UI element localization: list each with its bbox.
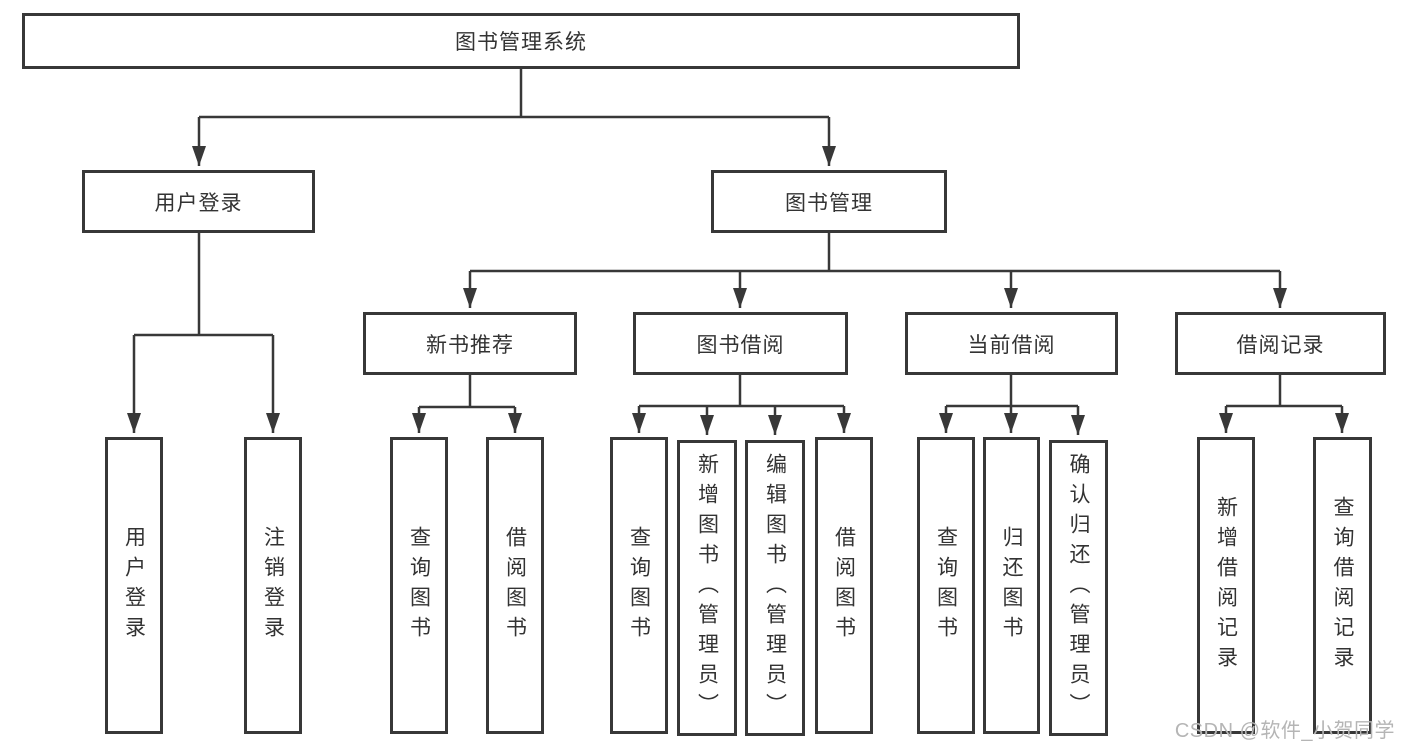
leaf-records-query-borrow-record: 查询借阅记录: [1313, 437, 1372, 734]
node-new-book-recommendation: 新书推荐: [363, 312, 577, 375]
leaf-recommend-query-books-label: 查询图书: [407, 525, 431, 646]
leaf-user-login-label: 用户登录: [122, 525, 146, 646]
node-borrowing-records-label: 借阅记录: [1236, 333, 1325, 357]
leaf-logout: 注销登录: [244, 437, 302, 734]
leaf-recommend-query-books: 查询图书: [390, 437, 448, 734]
node-borrowing-records: 借阅记录: [1175, 312, 1386, 375]
leaf-borrow-query-books-label: 查询图书: [627, 525, 651, 646]
leaf-records-query-borrow-record-label: 查询借阅记录: [1331, 495, 1354, 676]
leaf-current-query-books-label: 查询图书: [934, 525, 958, 646]
node-current-borrowing-label: 当前借阅: [967, 333, 1056, 357]
node-book-management: 图书管理: [711, 170, 947, 233]
leaf-borrow-edit-books-admin-label: 编辑图书（管理员）: [763, 453, 787, 723]
leaf-logout-label: 注销登录: [261, 525, 285, 646]
node-library-management-system-label: 图书管理系统: [455, 31, 587, 54]
leaf-borrow-borrow-books-label: 借阅图书: [832, 525, 856, 646]
node-library-management-system: 图书管理系统: [22, 13, 1020, 69]
leaf-borrow-edit-books-admin: 编辑图书（管理员）: [745, 440, 805, 736]
leaf-current-query-books: 查询图书: [917, 437, 975, 734]
csdn-watermark: CSDN @软件_小贺同学: [1174, 720, 1395, 742]
leaf-current-return-books: 归还图书: [983, 437, 1040, 734]
leaf-recommend-borrow-books: 借阅图书: [486, 437, 544, 734]
leaf-current-confirm-return-admin-label: 确认归还（管理员）: [1067, 453, 1090, 723]
leaf-records-add-borrow-record-label: 新增借阅记录: [1214, 495, 1238, 676]
leaf-borrow-borrow-books: 借阅图书: [815, 437, 873, 734]
node-user-login-label: 用户登录: [154, 191, 243, 215]
node-new-book-recommendation-label: 新书推荐: [426, 333, 514, 357]
leaf-records-add-borrow-record: 新增借阅记录: [1197, 437, 1255, 734]
leaf-recommend-borrow-books-label: 借阅图书: [503, 525, 527, 646]
node-book-borrowing-label: 图书借阅: [696, 333, 785, 357]
leaf-current-confirm-return-admin: 确认归还（管理员）: [1049, 440, 1108, 736]
leaf-borrow-add-books-admin: 新增图书（管理员）: [677, 440, 737, 736]
leaf-borrow-add-books-admin-label: 新增图书（管理员）: [695, 453, 719, 723]
node-book-management-label: 图书管理: [785, 191, 873, 215]
leaf-current-return-books-label: 归还图书: [1000, 525, 1023, 646]
node-current-borrowing: 当前借阅: [905, 312, 1118, 375]
leaf-borrow-query-books: 查询图书: [610, 437, 668, 734]
leaf-user-login: 用户登录: [105, 437, 163, 734]
node-book-borrowing: 图书借阅: [633, 312, 848, 375]
node-user-login: 用户登录: [82, 170, 315, 233]
